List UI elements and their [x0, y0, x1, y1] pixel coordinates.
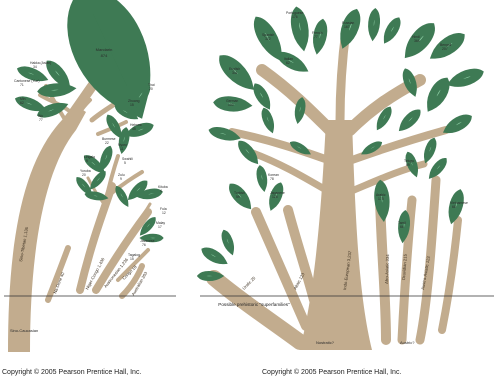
right-leaf-value: 77 [314, 35, 318, 39]
afro-asiatic-label: Afro-Asiatic 334 [384, 254, 390, 284]
right-leaf-value: 59 [236, 195, 240, 199]
uralic-branch [442, 220, 458, 330]
nostratic-label: Nostratic? [316, 340, 335, 345]
prehistoric-superfamilies-note: Possible prehistoric "superfamilies" [212, 302, 296, 307]
left-leaf-value: 17 [158, 225, 162, 229]
left-leaf-value: 15 [130, 103, 134, 107]
left-leaf-value: 9 [86, 159, 88, 163]
left-leaf-value: 15 [130, 257, 134, 261]
right-tree: Spanish 322 English 341 Hindi 366 Bengal… [201, 11, 480, 350]
austric-label: Austric? [400, 340, 415, 345]
right-leaf-value: 322 [265, 37, 271, 41]
left-leaf-value: 76 [142, 243, 146, 247]
left-leaf-value: 45 [132, 127, 136, 131]
left-leaf-value: 11 [120, 147, 124, 151]
right-leaf-value: 66 [400, 225, 404, 229]
right-leaf-value: 176 [292, 15, 298, 19]
left-leaf-value: 4 [160, 189, 162, 193]
left-leaf-value: 34 [33, 65, 37, 69]
right-leaf-value: 125 [272, 195, 278, 199]
right-leaf-value: 167 [344, 25, 350, 29]
left-leaf-value: 20 [149, 87, 153, 91]
copyright-right: Copyright © 2005 Pearson Prentice Hall, … [262, 369, 401, 376]
mandarin-label: Mandarin [96, 47, 113, 52]
left-leaf-value: 77 [39, 118, 43, 122]
uralic-label: Uralic 25 [241, 275, 257, 291]
left-tree: Mandarin 874 Hakka (Asi [8, 3, 168, 352]
right-leaf-value: 68 [452, 205, 456, 209]
right-leaf-value: 366 [414, 39, 420, 43]
left-leaf-value: 62 [20, 101, 24, 105]
right-leaf-value: 78 [270, 177, 274, 181]
mandarin-value: 874 [101, 53, 108, 58]
left-leaf-value: 9 [120, 177, 122, 181]
left-main-trunk [8, 104, 86, 352]
left-leaf-value: 20 [82, 173, 86, 177]
right-leaf-value: 175 [378, 197, 384, 201]
right-leaf-value: 207 [442, 47, 448, 51]
left-leaf-value: 71 [20, 83, 24, 87]
left-leaf-label: Cantonese (Yue) [14, 79, 39, 83]
right-leaf-value: 341 [232, 71, 238, 75]
left-leaf-value: 22 [105, 141, 109, 145]
left-leaf-value: 12 [162, 211, 166, 215]
sino-caucasian-label: Sino-Caucasian [10, 328, 38, 333]
right-leaf-value: 69 [406, 163, 410, 167]
left-leaf-value: 5 [124, 161, 126, 165]
right-leaf-value: 62 [286, 61, 290, 65]
copyright-left: Copyright © 2005 Pearson Prentice Hall, … [2, 369, 141, 376]
right-leaf-value: 100 [228, 103, 234, 107]
